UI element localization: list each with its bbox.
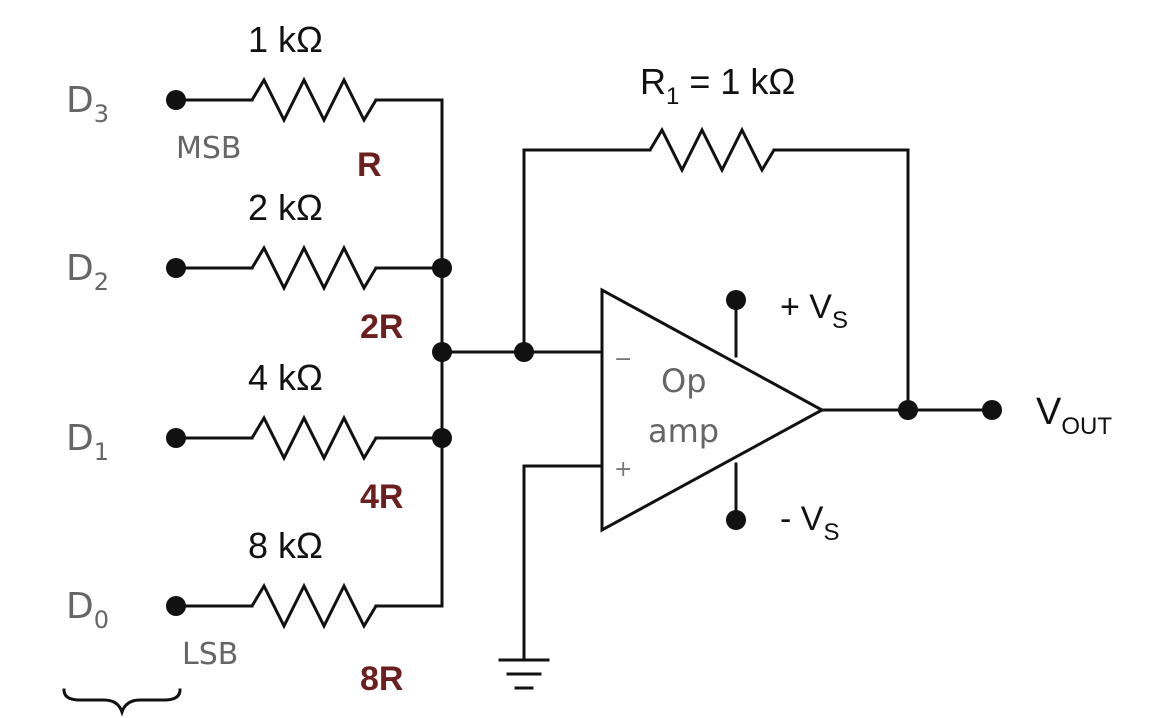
junction-output	[898, 400, 918, 420]
input-row-d1: D1 4 kΩ 4R	[66, 357, 444, 516]
output-label: VOUT	[1036, 391, 1112, 440]
feedback-label: R1 = 1 kΩ	[640, 61, 795, 110]
lsb-label: LSB	[182, 637, 238, 672]
terminal-label-d0: D0	[66, 586, 109, 634]
junction-d2	[432, 258, 452, 278]
output: VOUT	[820, 391, 1112, 440]
value-d1: 4 kΩ	[248, 357, 323, 398]
input-row-d0: D0 LSB 8 kΩ 8R	[66, 525, 444, 698]
positive-supply-terminal	[726, 290, 746, 310]
feedback-resistor	[648, 126, 776, 174]
rlabel-d3: R	[357, 146, 382, 184]
rlabel-d2: 2R	[360, 308, 403, 346]
terminal-label-d1: D1	[66, 418, 109, 466]
value-d3: 1 kΩ	[248, 19, 323, 60]
input-row-d3: D3 MSB 1 kΩ R	[66, 19, 444, 184]
inverting-input-sign: −	[614, 347, 632, 372]
terminal-label-d3: D3	[66, 80, 109, 128]
noninverting-input-sign: +	[614, 457, 632, 482]
input-row-d2: D2 2 kΩ 2R	[66, 187, 444, 346]
op-amp-label-line2: amp	[648, 412, 719, 450]
value-d2: 2 kΩ	[248, 187, 323, 228]
op-amp-label-line1: Op	[661, 362, 707, 400]
input-brace-icon	[62, 688, 182, 717]
feedback-loop: R1 = 1 kΩ	[522, 61, 910, 412]
resistor-d2	[250, 244, 378, 292]
negative-supply-label: - VS	[780, 500, 839, 546]
summing-bus	[432, 98, 604, 608]
resistor-d0	[250, 582, 378, 630]
op-amp: − + Op amp	[600, 287, 826, 533]
ground-connection	[498, 464, 604, 690]
rlabel-d0: 8R	[360, 660, 403, 698]
ground-icon	[498, 658, 550, 690]
msb-label: MSB	[176, 131, 242, 166]
output-terminal	[982, 400, 1002, 420]
negative-supply-terminal	[726, 510, 746, 530]
positive-supply: + VS	[726, 288, 848, 358]
value-d0: 8 kΩ	[248, 525, 323, 566]
op-amp-triangle	[600, 287, 826, 533]
negative-supply: - VS	[726, 462, 839, 546]
positive-supply-label: + VS	[780, 288, 848, 334]
resistor-d1	[250, 414, 378, 462]
resistor-d3	[250, 76, 378, 124]
terminal-label-d2: D2	[66, 248, 109, 296]
rlabel-d1: 4R	[360, 478, 403, 516]
junction-d1	[432, 428, 452, 448]
